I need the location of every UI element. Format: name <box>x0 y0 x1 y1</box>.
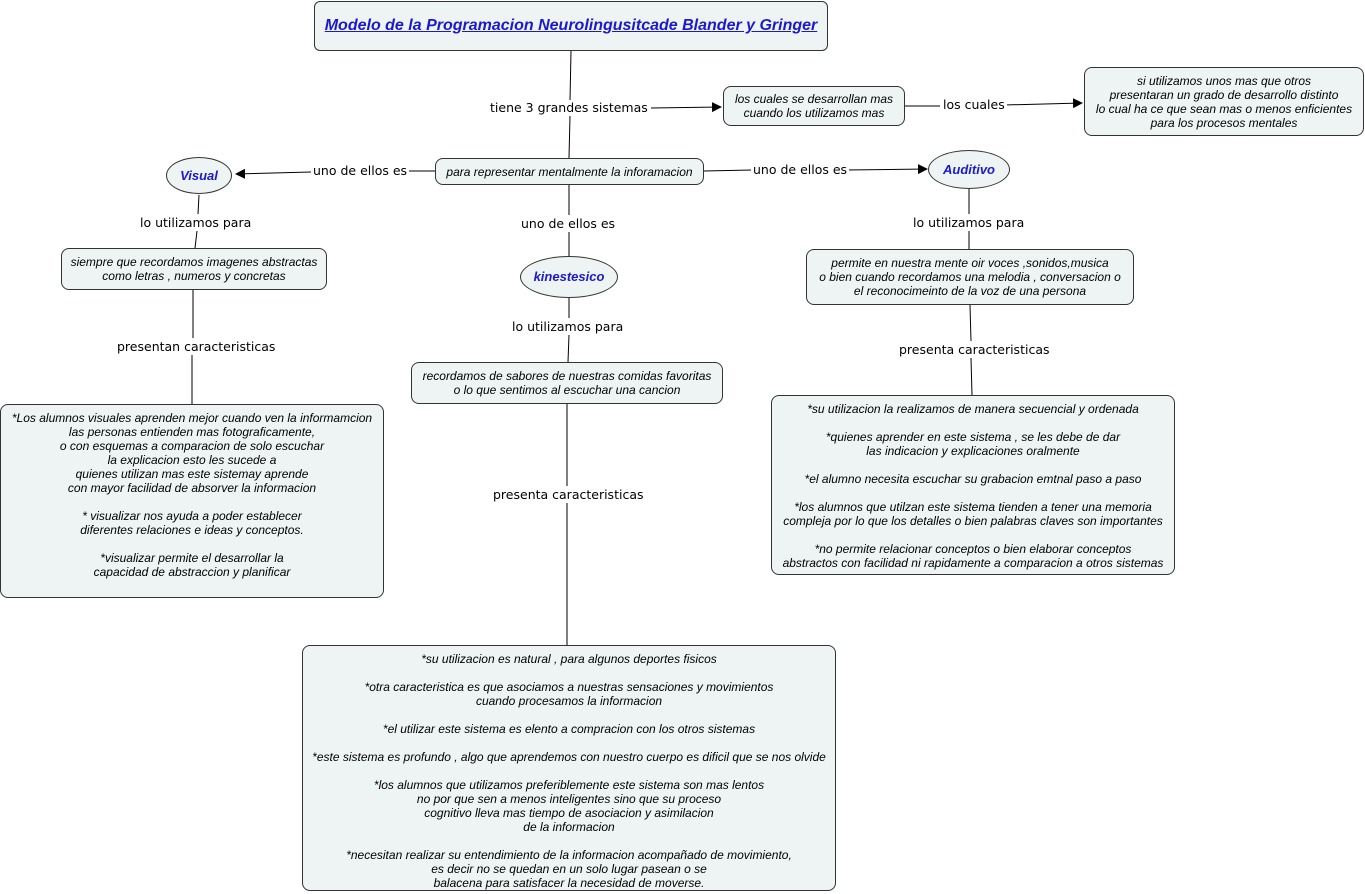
node-kinestesico-caracteristicas[interactable]: *su utilizacion es natural , para alguno… <box>302 645 836 891</box>
node-visual-caracteristicas-text: *Los alumnos visuales aprenden mejor cua… <box>11 411 373 579</box>
map-title[interactable]: Modelo de la Programacion Neurolingusitc… <box>314 1 828 51</box>
arrow-uno-auditivo <box>845 164 928 175</box>
node-kinestesico[interactable]: kinestesico <box>520 256 618 298</box>
node-desarrollan-text: los cuales se desarrollan mas cuando los… <box>734 92 894 120</box>
link-label-usamos-visual: lo utilizamos para <box>138 215 254 231</box>
node-kinestesico-caracteristicas-text: *su utilizacion es natural , para alguno… <box>312 652 826 890</box>
line-caract-auditivocaract <box>970 357 973 396</box>
node-kinestesico-uso-text: recordamos de sabores de nuestras comida… <box>422 369 712 397</box>
arrow-loscuales-distinto <box>1003 98 1083 109</box>
node-desarrollan[interactable]: los cuales se desarrollan mas cuando los… <box>723 86 905 126</box>
link-label-tiene: tiene 3 grandes sistemas <box>488 100 650 116</box>
node-visual-text: Visual <box>180 167 218 183</box>
link-label-caract-auditivo: presenta caracteristicas <box>897 342 1052 358</box>
node-representar-text: para representar mentalmente la inforama… <box>446 164 693 179</box>
map-title-text: Modelo de la Programacion Neurolingusitc… <box>324 17 818 34</box>
node-visual-uso[interactable]: siempre que recordamos imagenes abstract… <box>61 248 327 290</box>
node-kinestesico-uso[interactable]: recordamos de sabores de nuestras comida… <box>411 362 723 404</box>
link-label-usamos-kinestesico: lo utilizamos para <box>510 319 626 335</box>
line-title-tiene <box>569 50 572 101</box>
node-auditivo-text: Auditivo <box>943 161 995 177</box>
line-tiene-representar <box>568 115 571 159</box>
node-visual-uso-text: siempre que recordamos imagenes abstract… <box>70 255 318 283</box>
link-label-uno-kinestesico: uno de ellos es <box>519 216 618 232</box>
link-label-caract-visual: presentan caracteristicas <box>115 339 278 355</box>
line-usamos-kinestuso <box>567 334 570 363</box>
node-auditivo-caracteristicas[interactable]: *su utilizacion la realizamos de manera … <box>771 395 1175 575</box>
node-auditivo-caracteristicas-text: *su utilizacion la realizamos de manera … <box>782 402 1164 570</box>
link-label-uno-auditivo: uno de ellos es <box>751 162 850 178</box>
line-auditivouso-caract <box>969 304 972 342</box>
node-distinto-text: si utilizamos unos mas que otros present… <box>1095 73 1353 130</box>
node-auditivo-uso[interactable]: permite en nuestra mente oir voces ,soni… <box>806 249 1134 305</box>
node-distinto[interactable]: si utilizamos unos mas que otros present… <box>1084 67 1364 136</box>
line-visual-usamos <box>197 194 200 215</box>
line-representar-uno-auditivo <box>703 169 753 172</box>
node-visual[interactable]: Visual <box>166 157 232 194</box>
link-label-usamos-auditivo: lo utilizamos para <box>911 215 1027 231</box>
link-label-los-cuales: los cuales <box>941 97 1007 113</box>
node-auditivo-uso-text: permite en nuestra mente oir voces ,soni… <box>819 256 1121 298</box>
node-kinestesico-text: kinestesico <box>533 269 605 284</box>
node-representar[interactable]: para representar mentalmente la inforama… <box>435 158 704 185</box>
arrow-tiene-desarrollan <box>650 102 722 113</box>
line-usamos-visualuso <box>194 230 198 249</box>
link-label-uno-visual: uno de ellos es <box>311 163 410 179</box>
node-visual-caracteristicas[interactable]: *Los alumnos visuales aprenden mejor cua… <box>0 404 384 598</box>
node-auditivo[interactable]: Auditivo <box>928 150 1010 189</box>
arrow-uno-visual <box>235 168 312 179</box>
link-label-caract-kinestesico: presenta caracteristicas <box>491 487 646 503</box>
